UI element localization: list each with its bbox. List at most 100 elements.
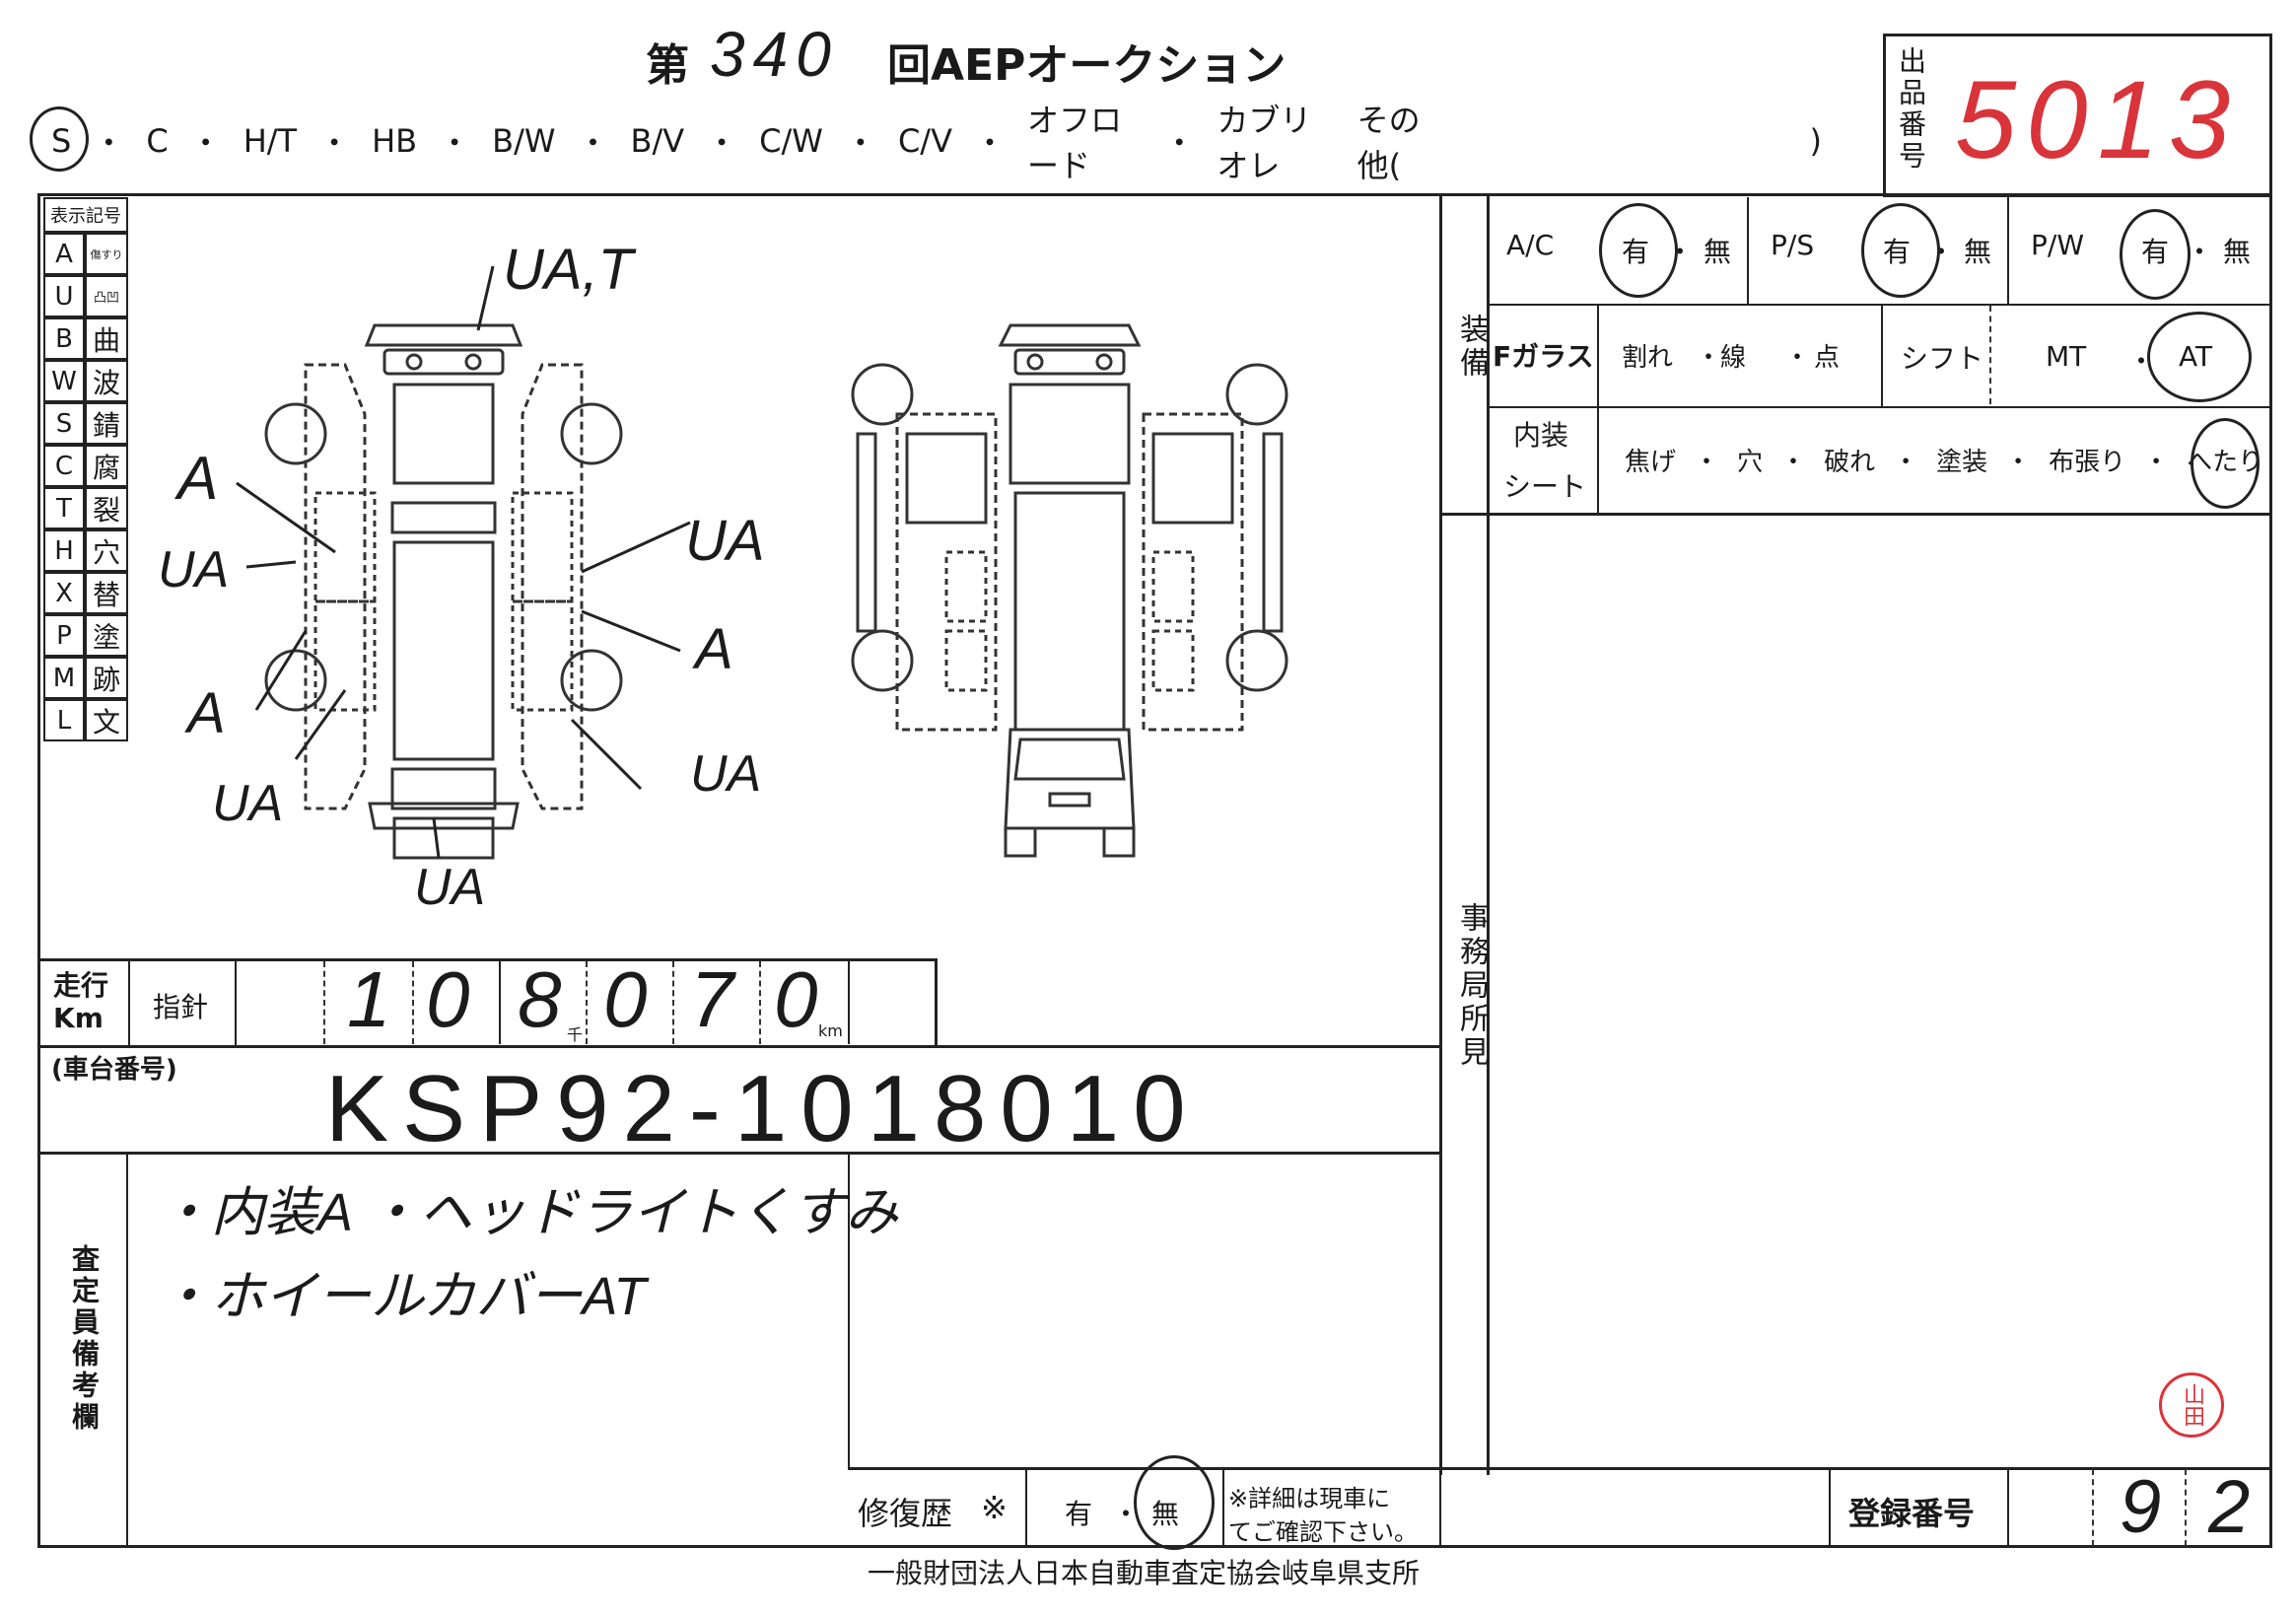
legend-code-m: M: [43, 657, 85, 699]
chassis-number: KSP92-1018010: [325, 1056, 1200, 1161]
lot-number-value: 5013: [1955, 58, 2241, 181]
inspector-seal: 山田: [2159, 1372, 2224, 1438]
damage-mark-right-rear-corner: UA: [690, 745, 762, 803]
pw-no[interactable]: 無: [2223, 236, 2252, 268]
damage-mark-front: UA,T: [503, 238, 634, 302]
body-type-ht[interactable]: H/T: [243, 122, 298, 160]
inspector-seal-text: 山田: [2180, 1383, 2204, 1427]
legend-meaning-h: 穴: [85, 529, 128, 572]
ac-no[interactable]: 無: [1704, 236, 1732, 268]
interior-options: 焦げ ・ 穴 ・ 破れ ・ 塗装 ・ 布張り ・ へたり: [1625, 442, 2263, 478]
shift-mt[interactable]: MT: [2046, 340, 2087, 373]
body-type-offroad[interactable]: オフロード: [1026, 102, 1122, 184]
registration-digit-2: 2: [2208, 1465, 2251, 1549]
mileage-digit-6: 0: [774, 955, 818, 1043]
repair-history-selected-circle: [1134, 1455, 1215, 1550]
damage-mark-left-front-door: A: [177, 445, 219, 513]
damage-mark-left-rear-corner: UA: [212, 775, 284, 832]
office-remarks-label: 事務局所見: [1454, 902, 1489, 1070]
pw-label: P/W: [2031, 229, 2085, 261]
mileage-km-unit: km: [818, 1021, 843, 1040]
legend-meaning-t: 裂: [85, 487, 128, 529]
body-type-bv[interactable]: B/V: [630, 122, 685, 160]
remarks-line-2: ・ホイールカバーAT: [158, 1267, 647, 1326]
damage-mark-rear: UA: [414, 859, 486, 916]
issuer-footer: 一般財団法人日本自動車査定協会岐阜県支所: [868, 1557, 1421, 1589]
fglass-label: Fガラス: [1493, 340, 1594, 373]
form-frame: [37, 193, 2272, 1548]
legend-meaning-c: 腐: [85, 445, 128, 487]
body-type-hb[interactable]: HB: [372, 122, 418, 160]
mileage-digit-5: 7: [690, 955, 734, 1043]
car-diagram-side: [851, 323, 1288, 858]
interior-hole[interactable]: 穴: [1737, 448, 1764, 477]
remarks-label: 査定員備考欄: [68, 1244, 101, 1434]
body-type-other[interactable]: その他(: [1357, 102, 1421, 184]
legend-code-c: C: [43, 445, 85, 487]
body-type-cw[interactable]: C/W: [759, 122, 823, 160]
mileage-indicator-label: 指針: [153, 991, 209, 1023]
interior-label: 内装: [1513, 419, 1569, 452]
body-type-selected-circle: [30, 106, 89, 172]
lot-number-label: 出品番号: [1895, 46, 1927, 173]
round-number: 340: [710, 19, 839, 90]
legend-code-w: W: [43, 360, 85, 402]
ps-no[interactable]: 無: [1964, 236, 1992, 268]
legend-meaning-u: 凸凹: [85, 275, 128, 317]
remarks-line-1: ・内装A ・ヘッドライトくすみ: [158, 1183, 899, 1242]
interior-selected-circle: [2191, 418, 2260, 509]
fglass-dot[interactable]: 点: [1814, 343, 1841, 373]
legend-code-b: B: [43, 317, 85, 360]
interior-burn[interactable]: 焦げ: [1625, 448, 1677, 477]
interior-upholstery[interactable]: 布張り: [2049, 448, 2126, 477]
car-diagram-top: [264, 323, 623, 860]
legend-code-u: U: [43, 275, 85, 317]
damage-mark-right-rear-door: A: [695, 617, 733, 681]
legend-code-p: P: [43, 614, 85, 657]
mileage-digit-4: 0: [603, 955, 648, 1043]
legend-code-x: X: [43, 572, 85, 614]
repair-history-mark: ※: [981, 1489, 1008, 1526]
mileage-digit-3: 8: [518, 955, 562, 1043]
legend-code-s: S: [43, 402, 85, 445]
body-type-bw[interactable]: B/W: [492, 122, 556, 160]
legend-meaning-l: 文: [85, 699, 128, 741]
legend-meaning-m: 跡: [85, 657, 128, 699]
repair-note-line-1: ※詳細は現車に: [1228, 1485, 1391, 1512]
body-type-row: S ・ C ・ H/T ・ HB ・ B/W ・ B/V ・ C/W ・ C/V…: [47, 102, 1822, 184]
registration-digit-1: 9: [2120, 1465, 2162, 1549]
chassis-label: (車台番号): [51, 1055, 177, 1085]
auction-name: 回AEPオークション: [887, 40, 1287, 91]
legend-meaning-p: 塗: [85, 614, 128, 657]
legend-meaning-a: 傷すり: [85, 233, 128, 275]
mileage-unit-label: Km: [53, 1002, 104, 1034]
legend-code-h: H: [43, 529, 85, 572]
body-type-cv[interactable]: C/V: [897, 122, 952, 160]
pw-selected-circle: [2120, 209, 2191, 300]
legend-meaning-x: 替: [85, 572, 128, 614]
mileage-thousand-unit: 千: [567, 1025, 584, 1044]
shift-label: シフト: [1901, 342, 1984, 375]
mileage-digit-1: 1: [347, 955, 391, 1043]
repair-history-yes[interactable]: 有: [1065, 1498, 1093, 1530]
body-type-cabriolet[interactable]: カブリオレ: [1217, 102, 1312, 184]
body-type-other-close: ): [1809, 122, 1822, 160]
shift-selected-circle: [2147, 312, 2252, 402]
fglass-crack[interactable]: 割れ: [1622, 343, 1674, 373]
ps-selected-circle: [1861, 203, 1940, 298]
legend-meaning-b: 曲: [85, 317, 128, 360]
damage-mark-left-rear: A: [187, 681, 226, 745]
ps-label: P/S: [1771, 229, 1815, 261]
ac-selected-circle: [1599, 203, 1678, 298]
damage-mark-left-side: UA: [158, 541, 230, 598]
body-type-c[interactable]: C: [146, 122, 169, 160]
fglass-line[interactable]: 線: [1720, 343, 1747, 373]
repair-note-line-2: てご確認下さい。: [1228, 1518, 1418, 1546]
title-dai: 第: [646, 40, 689, 91]
registration-label: 登録番号: [1848, 1495, 1976, 1532]
interior-paint[interactable]: 塗装: [1936, 448, 1988, 477]
interior-tear[interactable]: 破れ: [1824, 448, 1876, 477]
mileage-label: 走行: [53, 969, 109, 1002]
repair-history-label: 修復歴: [858, 1495, 953, 1532]
